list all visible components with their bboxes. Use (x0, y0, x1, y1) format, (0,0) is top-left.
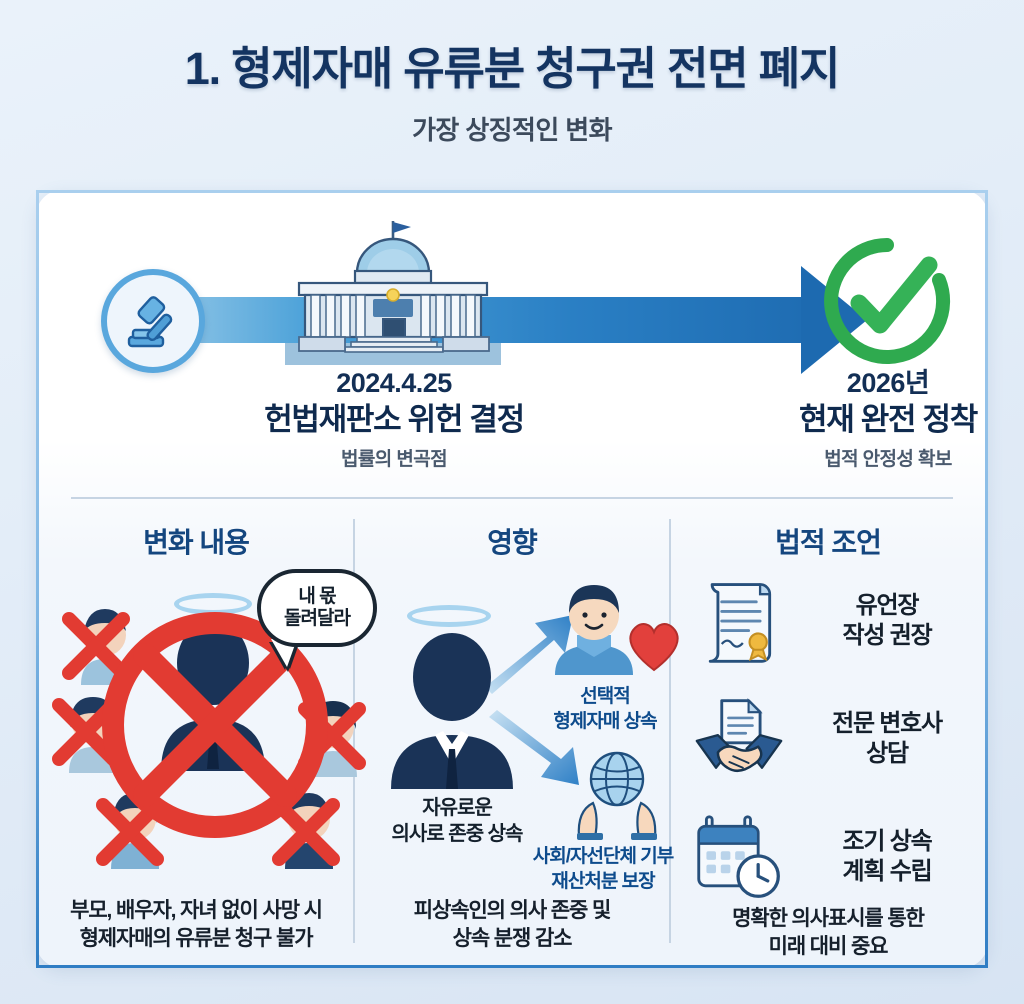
gavel-icon (101, 269, 205, 373)
branch-top-line-1: 선택적 (580, 686, 630, 707)
timeline-section: 2024.4.25 헌법재판소 위헌 결정 법률의 변곡점 2026년 현재 완… (39, 193, 985, 493)
happy-sibling-icon (547, 575, 641, 675)
branch-arrows-icon (485, 615, 579, 785)
advice-1-line-2: 작성 권장 (842, 622, 933, 649)
advice-item-will: 유언장 작성 권장 (691, 573, 971, 669)
column-impact: 영향 (355, 505, 679, 965)
advice-text-planning: 조기 상속 계획 수립 (803, 827, 971, 887)
column-2-body: 자유로운 의사로 존중 상속 (365, 567, 679, 897)
column-1-caption: 부모, 배우자, 자녀 없이 사망 시 형제자매의 유류분 청구 불가 (70, 897, 323, 965)
cross-out-icon (269, 795, 343, 869)
column-3-caption-line-2: 미래 대비 중요 (768, 934, 889, 958)
card-inner: 2024.4.25 헌법재판소 위헌 결정 법률의 변곡점 2026년 현재 완… (39, 193, 985, 965)
advice-3-line-2: 계획 수립 (842, 858, 933, 885)
speech-line-1: 내 몫 (298, 585, 336, 607)
timeline-left-sub: 법률의 변곡점 (341, 449, 448, 471)
capitol-building-icon (285, 215, 501, 365)
speech-bubble: 내 몫 돌려달라 (257, 569, 377, 647)
will-scroll-icon (691, 573, 787, 669)
column-2-caption-line-2: 상속 분쟁 감소 (452, 926, 573, 950)
free-will-inheritance-illustration: 자유로운 의사로 존중 상속 (365, 567, 679, 897)
column-divider-1 (353, 519, 355, 943)
branch-bottom-line-1: 사회/자선단체 기부 (532, 846, 674, 867)
page-subtitle: 가장 상징적인 변화 (412, 114, 612, 145)
advice-3-line-1: 조기 상속 (842, 827, 933, 855)
column-1-caption-line-2: 형제자매의 유류분 청구 불가 (79, 926, 314, 950)
globe-in-hands-icon (571, 749, 663, 841)
siblings-excluded-illustration: 내 몫 돌려달라 (49, 567, 377, 897)
cross-out-icon (59, 609, 133, 683)
timeline-right-date: 2026년 (846, 368, 930, 398)
advice-1-line-1: 유언장 (855, 591, 920, 619)
timeline-right-label: 2026년 현재 완전 정착 법적 안정성 확보 (799, 368, 978, 471)
advice-item-lawyer: 전문 변호사 상담 (691, 691, 971, 787)
page-title: 1. 형제자매 유류분 청구권 전면 폐지 (184, 43, 841, 94)
timeline-arrow-shaft (139, 297, 839, 343)
column-3-caption-line-1: 명확한 의사표시를 통한 (732, 907, 925, 930)
halo-icon (407, 605, 491, 627)
advice-text-lawyer: 전문 변호사 상담 (803, 709, 971, 769)
column-3-title: 법적 조언 (775, 527, 882, 558)
advice-item-planning: 조기 상속 계획 수립 (691, 809, 971, 905)
branch-label-top: 선택적 형제자매 상속 (515, 685, 695, 734)
advice-2-line-2: 상담 (866, 740, 909, 767)
column-change-content: 변화 내용 (39, 505, 377, 965)
advice-list: 유언장 작성 권장 (681, 567, 975, 905)
horizontal-divider (71, 497, 953, 499)
columns-section: 변화 내용 (39, 505, 985, 965)
column-3-caption: 명확한 의사표시를 통한 미래 대비 중요 (732, 905, 925, 965)
timeline-left-label: 2024.4.25 헌법재판소 위헌 결정 법률의 변곡점 (249, 368, 539, 471)
timeline-right-headline: 현재 완전 정착 (799, 402, 978, 438)
decedent-person-figure (387, 631, 517, 789)
decedent-label-line-2: 의사로 존중 상속 (391, 823, 524, 845)
content-card: 2024.4.25 헌법재판소 위헌 결정 법률의 변곡점 2026년 현재 완… (36, 190, 988, 968)
heart-icon (623, 615, 685, 673)
timeline-left-date: 2024.4.25 (336, 368, 452, 398)
branch-label-bottom: 사회/자선단체 기부 재산처분 보장 (505, 845, 701, 894)
column-1-title: 변화 내용 (143, 527, 250, 558)
column-2-title: 영향 (487, 527, 538, 558)
speech-line-2: 돌려달라 (284, 608, 351, 629)
timeline-right-sub: 법적 안정성 확보 (824, 449, 952, 471)
page-header: 1. 형제자매 유류분 청구권 전면 폐지 가장 상징적인 변화 (0, 0, 1024, 147)
handshake-document-icon (691, 691, 787, 787)
branch-bottom-line-2: 재산처분 보장 (551, 870, 655, 892)
advice-2-line-1: 전문 변호사 (832, 709, 943, 737)
column-2-caption: 피상속인의 의사 존중 및 상속 분쟁 감소 (413, 897, 612, 965)
branch-top-line-2: 형제자매 상속 (553, 710, 657, 732)
prohibition-circle-icon (97, 607, 333, 843)
decedent-label-line-1: 자유로운 (422, 797, 493, 819)
column-divider-2 (669, 519, 671, 943)
column-legal-advice: 법적 조언 (671, 505, 985, 965)
advice-text-will: 유언장 작성 권장 (803, 591, 971, 651)
calendar-clock-icon (691, 809, 787, 905)
column-3-body: 유언장 작성 권장 (681, 567, 975, 905)
column-1-caption-line-1: 부모, 배우자, 자녀 없이 사망 시 (70, 899, 323, 922)
column-2-caption-line-1: 피상속인의 의사 존중 및 (413, 899, 612, 922)
timeline-left-headline: 헌법재판소 위헌 결정 (264, 402, 525, 438)
column-1-body: 내 몫 돌려달라 (49, 567, 377, 897)
green-check-circle-icon (817, 231, 957, 371)
decedent-label: 자유로운 의사로 존중 상속 (371, 795, 543, 847)
